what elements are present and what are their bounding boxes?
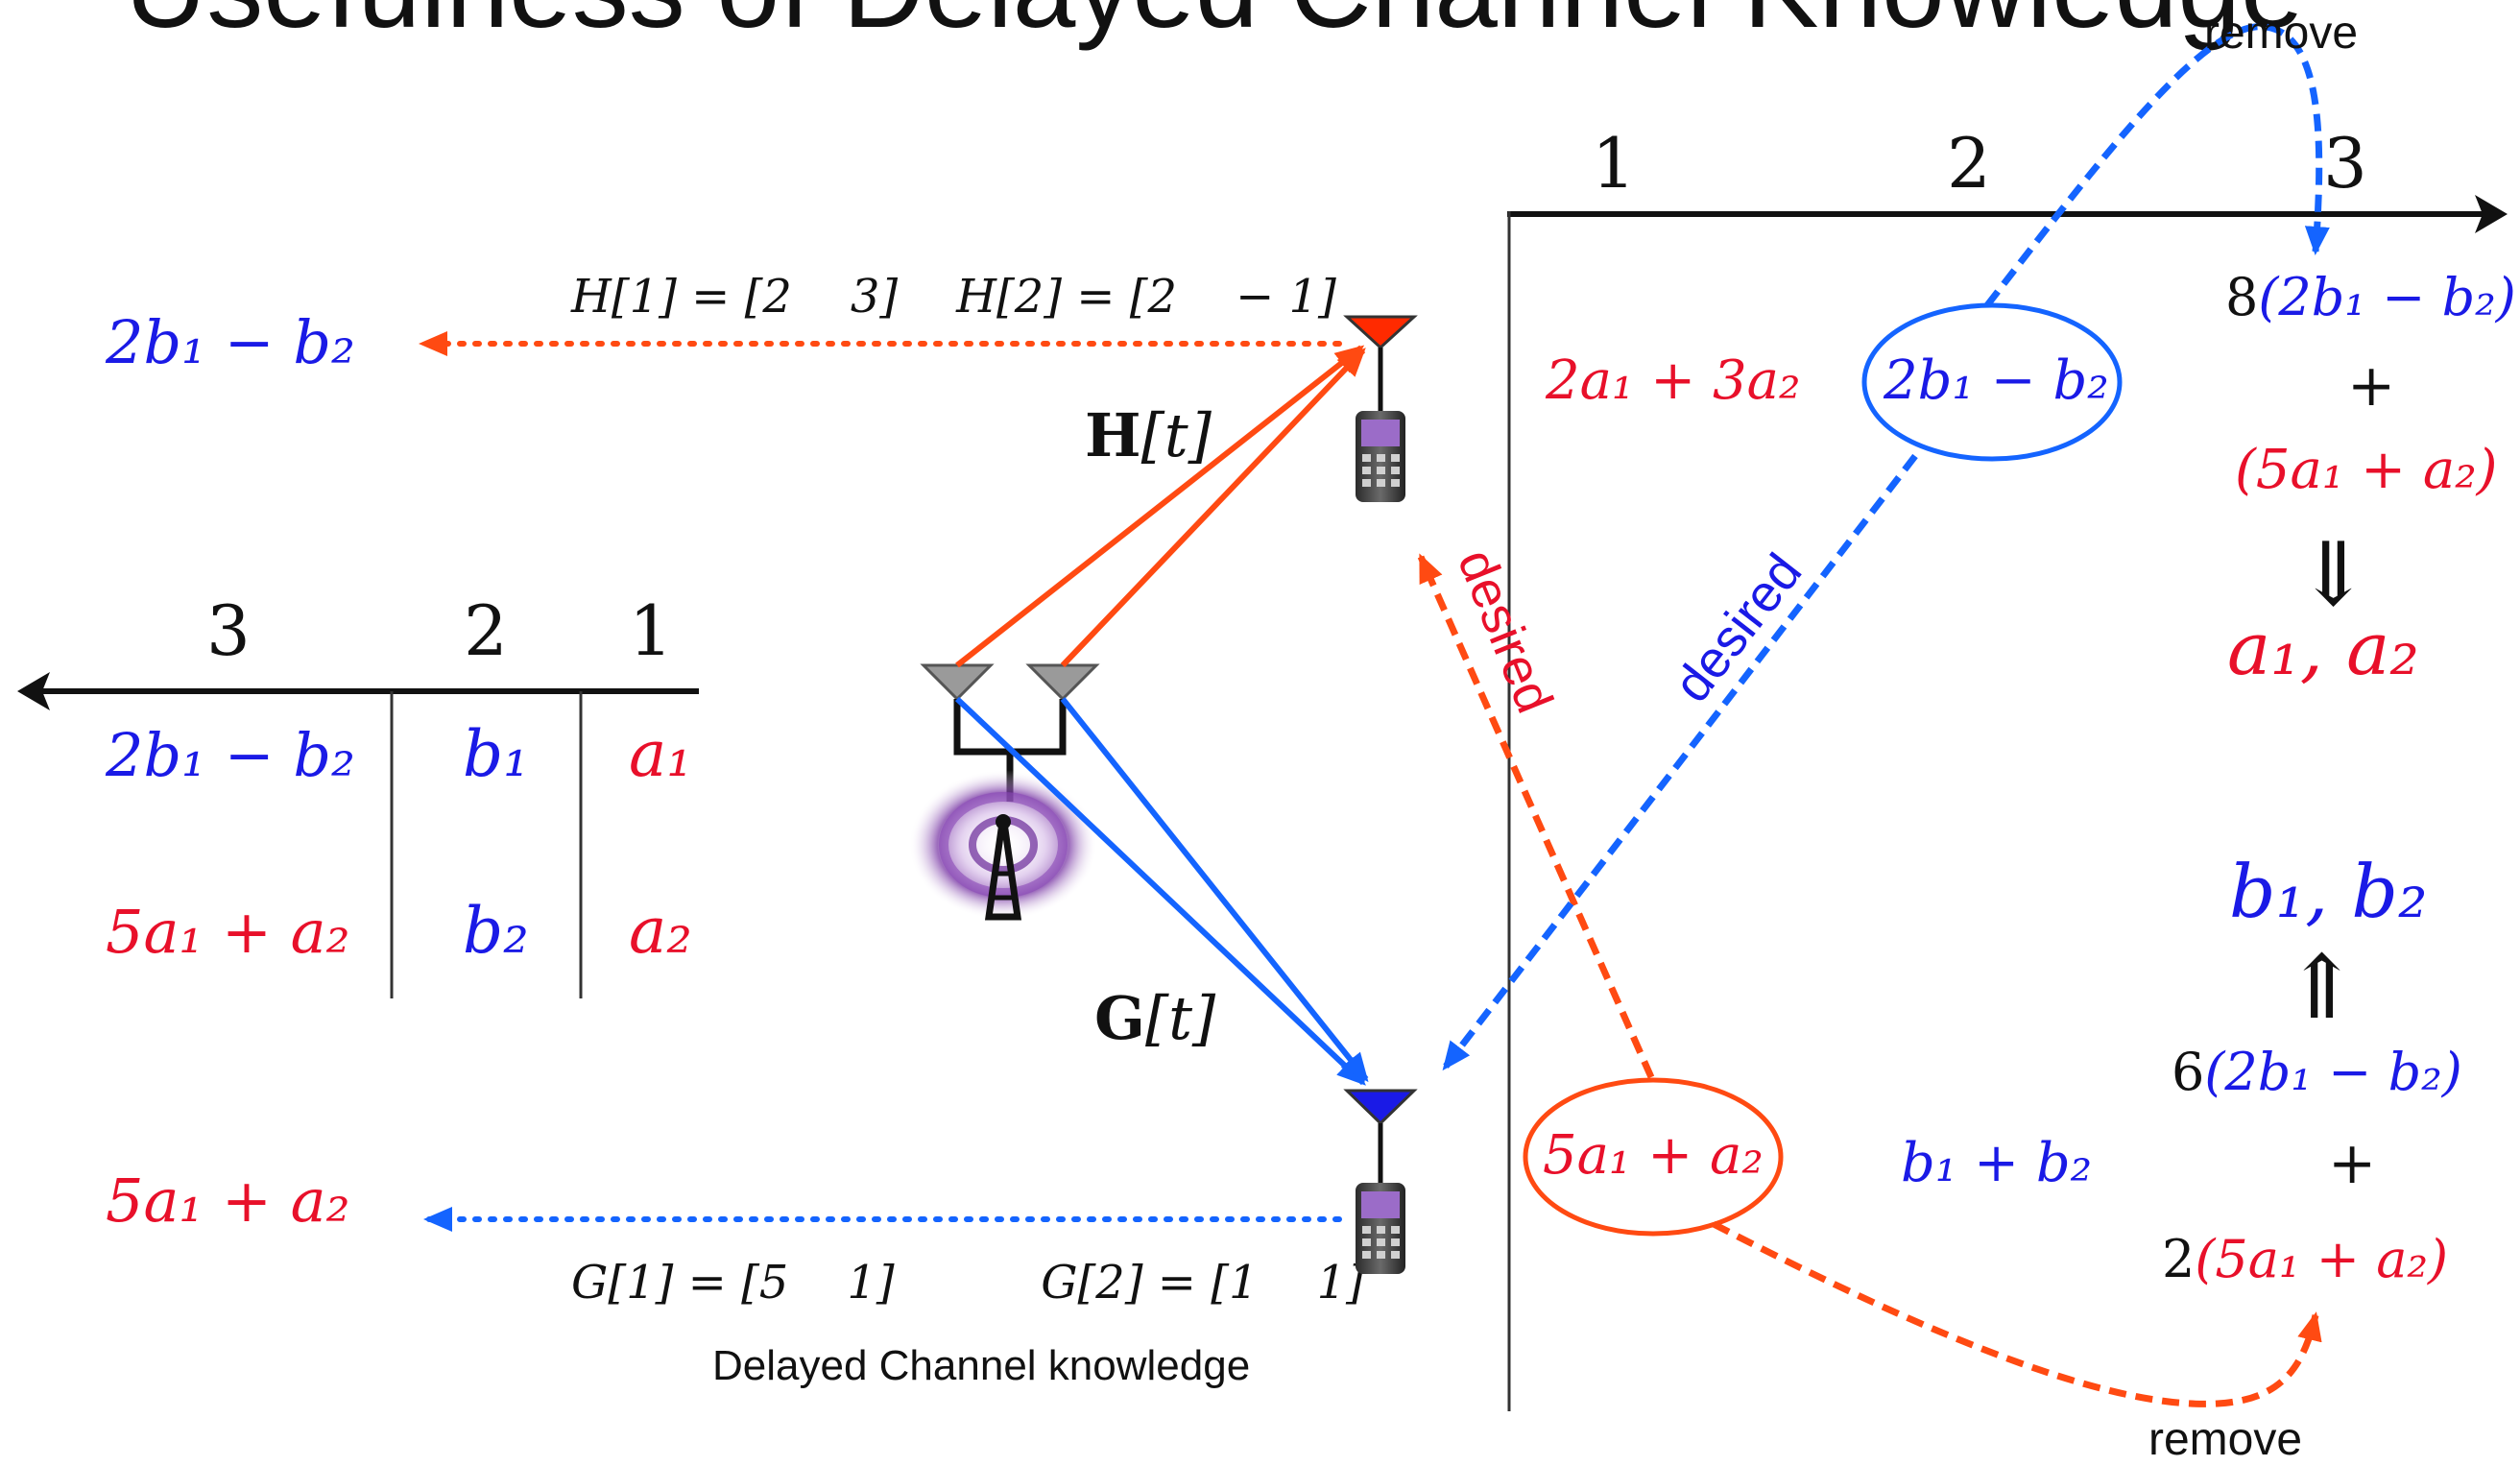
left-axis-label-3: 3: [206, 590, 251, 671]
receiver-phone-icon: [1343, 315, 1418, 502]
left-axis-label-1: 1: [629, 590, 673, 671]
slot1-user2-highlight: [1523, 1077, 1784, 1237]
slot3-user1-plus: +: [2347, 352, 2395, 420]
left-table-cell-3-2: 5a₁ + a₂: [106, 897, 349, 967]
receiver-phone-icon: [1343, 1089, 1418, 1274]
g-channel-link-2: [1060, 697, 1369, 1083]
slot3-user2-plus: +: [2328, 1130, 2376, 1197]
remove-bottom-arrow: [1712, 1220, 2322, 1407]
slot3-user2-combination: 6(2b₁ − b₂): [2172, 1042, 2462, 1102]
desired-blue-label: desired: [1663, 543, 1812, 713]
desired-blue-arrow: [1442, 453, 1918, 1071]
h-channel-label: H[t]: [1085, 400, 1212, 470]
right-axis-label-1: 1: [1592, 123, 1636, 204]
left-time-axis-arrowhead: [17, 672, 50, 710]
slot3-user1-decoded: a₁, a₂: [2227, 606, 2419, 691]
left-table-cell-2-1: b₁: [463, 717, 529, 791]
desired-red-label: desired: [1447, 541, 1564, 721]
remove-top-arrow: [1984, 23, 2330, 308]
slot3-user1-combination: 8(2b₁ − b₂): [2225, 267, 2516, 327]
left-table-cell-3-1: 2b₁ − b₂: [105, 720, 355, 790]
remove-top-label: remove: [2204, 8, 2358, 59]
slot3-user1-implies-arrow: ⇓: [2296, 523, 2370, 626]
left-table-cell-1-2: a₂: [629, 894, 692, 968]
slot2-user1-signal: 2b₁ − b₂: [1883, 349, 2109, 412]
g-feedback-label: G[1] = [5 1] G[2] = [1 1]: [571, 1256, 1364, 1310]
right-time-axis-arrowhead: [2475, 195, 2508, 233]
slot3-user2-red-term: 2(5a₁ + a₂): [2162, 1229, 2448, 1289]
g-channel-link-1: [954, 696, 1366, 1086]
g-channel-label: G[t]: [1094, 983, 1216, 1053]
right-axis-label-3: 3: [2323, 123, 2367, 204]
delayed-knowledge-caption: Delayed Channel knowledge: [712, 1342, 1250, 1389]
slot3-user1-red-term: (5a₁ + a₂): [2235, 439, 2498, 501]
h-channel-link-1: [955, 345, 1365, 668]
h-feedback-label: H[1] = [2 3] H[2] = [2 − 1]: [570, 270, 1336, 324]
h-channel-link-2: [1060, 348, 1366, 668]
slot3-user2-decoded: b₁, b₂: [2229, 849, 2428, 934]
left-axis-label-2: 2: [464, 590, 508, 671]
slot2-user1-highlight: [1861, 302, 2123, 462]
desired-red-arrow: [1417, 553, 1655, 1079]
slot2-user2-signal: b₁ + b₂: [1901, 1132, 2092, 1194]
left-table-cell-1-1: a₁: [629, 717, 692, 791]
transmitter-tower-icon: [909, 770, 1097, 921]
left-table-cell-2-2: b₂: [463, 894, 529, 968]
slot1-user2-signal: 5a₁ + a₂: [1543, 1124, 1764, 1187]
received-user2-value: 5a₁ + a₂: [106, 1166, 349, 1236]
slot1-user1-signal: 2a₁ + 3a₂: [1545, 349, 1800, 412]
received-user1-value: 2b₁ − b₂: [105, 307, 355, 377]
right-axis-label-2: 2: [1947, 123, 1991, 204]
slide-title: Usefulness of Delayed Channel Knowledge: [125, 0, 2304, 52]
slot3-user2-implies-arrow: ⇑: [2285, 936, 2359, 1039]
remove-bottom-label: remove: [2148, 1414, 2302, 1465]
